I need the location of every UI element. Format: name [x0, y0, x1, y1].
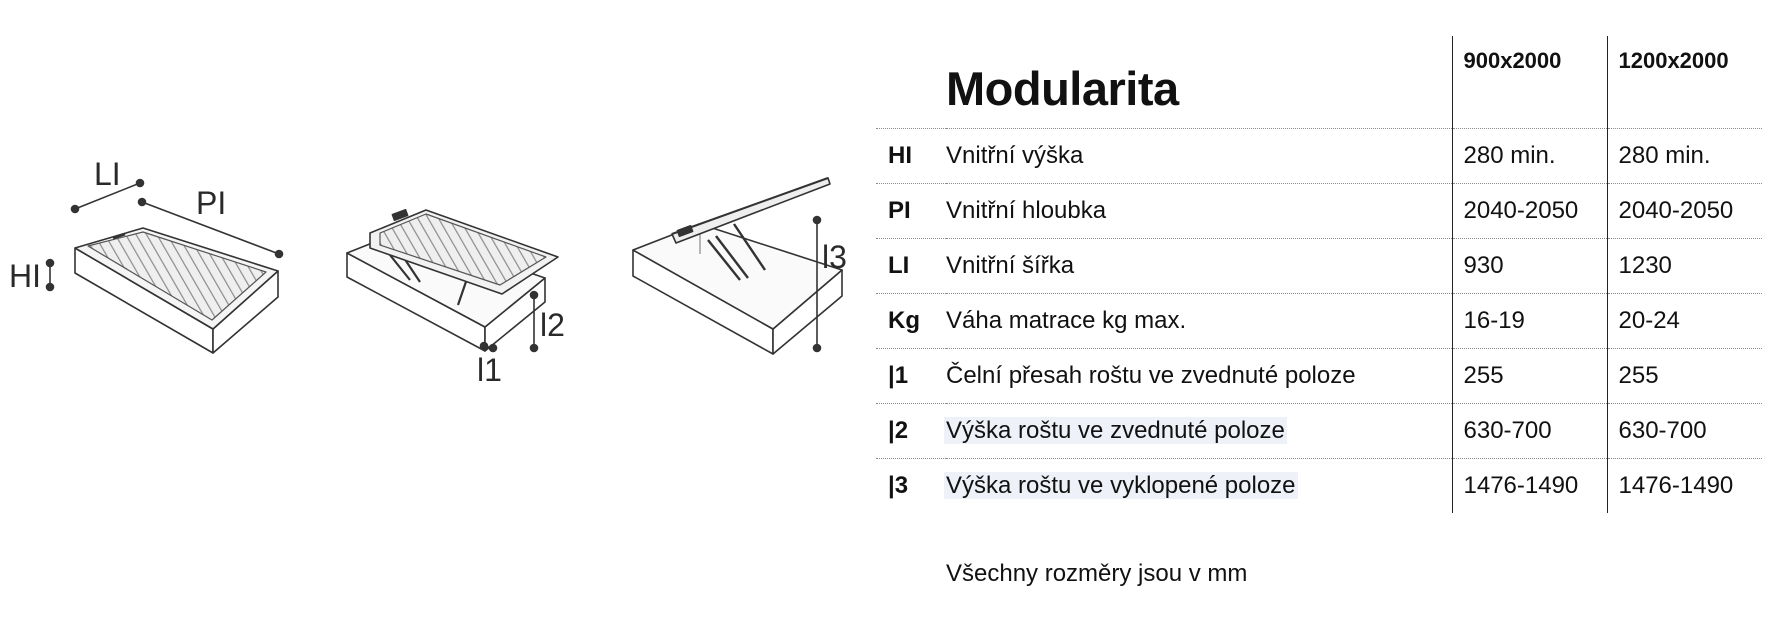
- row-label: Vnitřní výška: [946, 128, 1452, 184]
- label-l2: l2: [540, 307, 565, 343]
- row-value-900: 630-700: [1451, 403, 1607, 459]
- row-value-900: 1476-1490: [1451, 458, 1607, 513]
- row-code: |1: [876, 348, 946, 404]
- row-code: Kg: [876, 293, 946, 349]
- table-row: |1 Čelní přesah roštu ve zvednuté poloze…: [876, 348, 1762, 404]
- row-label-cell: Výška roštu ve zvednuté poloze: [944, 403, 1452, 459]
- row-value-900: 16-19: [1451, 293, 1607, 349]
- size-header-900: 900x2000: [1451, 36, 1607, 129]
- row-label: Výška roštu ve zvednuté poloze: [944, 417, 1287, 444]
- label-pi: PI: [196, 185, 226, 221]
- label-hi: HI: [9, 258, 41, 294]
- row-label: Vnitřní hloubka: [946, 183, 1452, 239]
- table-header-row: Modularita 900x2000 1200x2000: [876, 36, 1762, 129]
- table-row: Kg Váha matrace kg max. 16-19 20-24: [876, 293, 1762, 349]
- units-footnote: Všechny rozměry jsou v mm: [946, 560, 1248, 587]
- bed-closed-figure: [74, 227, 279, 354]
- header-empty: [876, 36, 946, 129]
- row-value-900: 280 min.: [1451, 128, 1607, 184]
- bed-dimensions-diagram: LI PI HI l2 l1: [9, 156, 847, 388]
- row-value-900: 2040-2050: [1451, 183, 1607, 239]
- row-code: LI: [876, 238, 946, 294]
- row-code: HI: [876, 128, 946, 184]
- row-value-1200: 1230: [1606, 238, 1762, 294]
- table-title: Modularita: [946, 61, 1179, 115]
- table-row: |3 Výška roštu ve vyklopené poloze 1476-…: [876, 458, 1762, 513]
- table-row: PI Vnitřní hloubka 2040-2050 2040-2050: [876, 183, 1762, 239]
- row-value-1200: 2040-2050: [1606, 183, 1762, 239]
- dimension-lines-bed-open: [812, 215, 822, 353]
- table-row: HI Vnitřní výška 280 min. 280 min.: [876, 128, 1762, 184]
- label-l3: l3: [822, 239, 847, 275]
- row-code: |2: [876, 403, 946, 459]
- row-value-1200: 630-700: [1606, 403, 1762, 459]
- row-value-900: 255: [1451, 348, 1607, 404]
- row-value-1200: 255: [1606, 348, 1762, 404]
- bed-raised-figure: [346, 208, 559, 352]
- row-label-cell: Výška roštu ve vyklopené poloze: [944, 458, 1452, 513]
- row-value-1200: 280 min.: [1606, 128, 1762, 184]
- table-row: LI Vnitřní šířka 930 1230: [876, 238, 1762, 294]
- label-l1: l1: [477, 352, 502, 388]
- label-li: LI: [94, 156, 121, 192]
- table-row: |2 Výška roštu ve zvednuté poloze 630-70…: [876, 403, 1762, 459]
- row-label: Váha matrace kg max.: [946, 293, 1452, 349]
- row-label: Vnitřní šířka: [946, 238, 1452, 294]
- row-label: Čelní přesah roštu ve zvednuté poloze: [946, 348, 1452, 404]
- row-value-1200: 20-24: [1606, 293, 1762, 349]
- dimension-lines-bed-raised: [479, 290, 539, 353]
- dimension-lines-bed-closed: [45, 178, 284, 292]
- row-value-900: 930: [1451, 238, 1607, 294]
- bed-open-figure: [632, 177, 843, 355]
- size-header-1200: 1200x2000: [1606, 36, 1762, 129]
- row-label: Výška roštu ve vyklopené poloze: [944, 472, 1298, 499]
- row-code: PI: [876, 183, 946, 239]
- row-value-1200: 1476-1490: [1606, 458, 1762, 513]
- modularity-table: Modularita 900x2000 1200x2000 HI Vnitřní…: [876, 36, 1762, 513]
- row-code: |3: [876, 458, 946, 513]
